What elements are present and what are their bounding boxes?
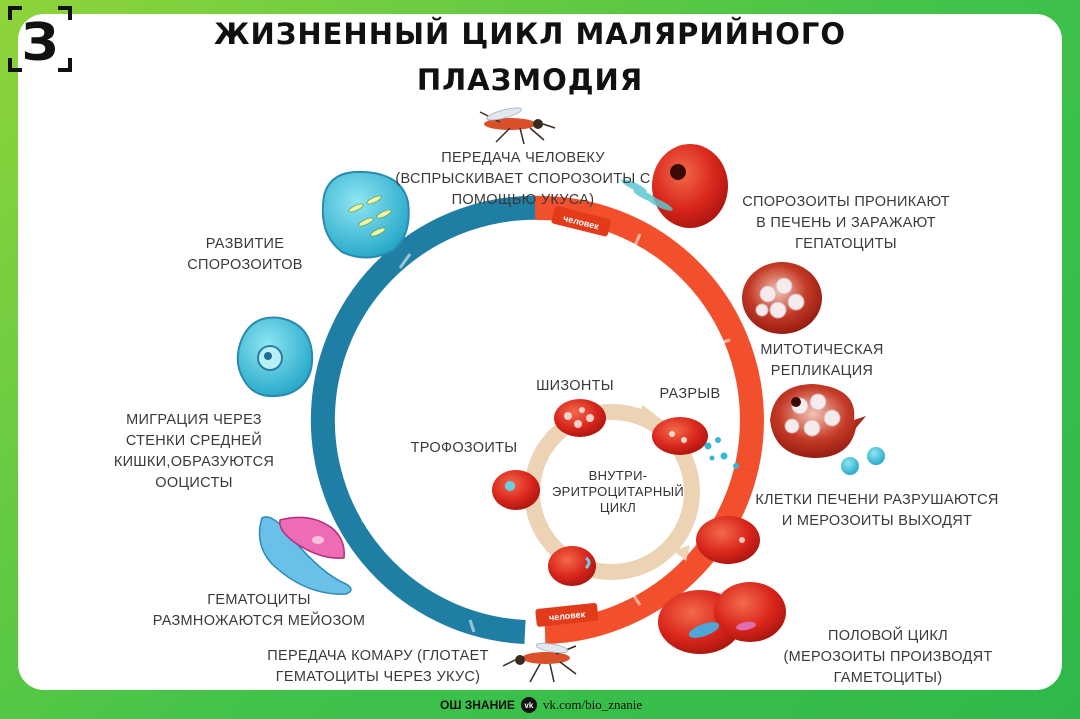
logo-letter: З <box>22 13 59 72</box>
label-transmission-human: ПЕРЕДАЧА ЧЕЛОВЕКУ (ВСПРЫСКИВАЕТ СПОРОЗОИ… <box>395 150 651 208</box>
gametocyte-cells <box>658 582 786 654</box>
mosquito-top-icon <box>479 107 556 145</box>
label-liver-rupture: КЛЕТКИ ПЕЧЕНИ РАЗРУШАЮТСЯ И МЕРОЗОИТЫ ВЫ… <box>755 492 999 529</box>
rupture-cell <box>652 417 739 469</box>
schizont-cell <box>554 399 606 437</box>
mosquito-cycle-arc <box>310 195 546 644</box>
trophozoite-cell <box>492 470 540 510</box>
ring-badge-bottom-label: человек <box>548 609 586 623</box>
ring-stage-cell <box>548 546 596 586</box>
ring-badge-top: человек <box>551 206 611 237</box>
logo-icon: З <box>8 6 72 72</box>
label-transmission-mosquito: ПЕРЕДАЧА КОМАРУ (ГЛОТАЕТ ГЕМАТОЦИТЫ ЧЕРЕ… <box>267 648 489 685</box>
label-trophozoites: ТРОФОЗОИТЫ <box>410 440 518 456</box>
footer: ОШ ЗНАНИЕ vk vk.com/bio_znanie <box>440 696 642 714</box>
merozoite-rbc-cell <box>696 516 760 564</box>
hepatocyte-cell <box>621 144 728 228</box>
vk-icon: vk <box>520 697 537 713</box>
inner-ring-arrows <box>538 405 690 561</box>
human-cycle-arc <box>534 195 765 644</box>
footer-url-link[interactable]: vk.com/bio_znanie <box>542 697 643 712</box>
ring-badge-bottom: человек <box>535 603 599 627</box>
ring-chevrons <box>344 233 731 633</box>
label-mitotic-replication: МИТОТИЧЕСКАЯ РЕПЛИКАЦИЯ <box>760 342 884 379</box>
label-schizonts: ШИЗОНТЫ <box>536 378 614 394</box>
oocyst-sporozoites-cell <box>321 170 410 259</box>
liver-schizont-cell <box>742 262 822 334</box>
label-rupture: РАЗРЫВ <box>659 386 721 402</box>
mosquito-bottom-icon <box>502 642 577 683</box>
label-sporozoites-liver: СПОРОЗОИТЫ ПРОНИКАЮТ В ПЕЧЕНЬ И ЗАРАЖАЮТ… <box>742 194 950 252</box>
label-sexual-cycle: ПОЛОВОЙ ЦИКЛ (МЕРОЗОИТЫ ПРОИЗВОДЯТ ГАМЕТ… <box>783 628 993 686</box>
page-title-line2: ПЛАЗМОДИЯ <box>416 63 644 97</box>
label-sporozoite-development: РАЗВИТИЕ СПОРОЗОИТОВ <box>187 236 303 273</box>
footer-brand: ОШ ЗНАНИЕ <box>440 698 515 712</box>
gamete-cells <box>258 516 352 595</box>
label-erythrocytic-cycle: ВНУТРИ- ЭРИТРОЦИТАРНЫЙ ЦИКЛ <box>551 468 685 515</box>
label-midgut-migration: МИГРАЦИЯ ЧЕРЕЗ СТЕНКИ СРЕДНЕЙ КИШКИ,ОБРА… <box>113 412 275 491</box>
oocyst-cell <box>236 316 314 398</box>
rupturing-liver-cell <box>770 384 885 475</box>
page-title-line1: ЖИЗНЕННЫЙ ЦИКЛ МАЛЯРИЙНОГО <box>213 17 847 51</box>
label-gametocytes-meiosis: ГЕМАТОЦИТЫ РАЗМНОЖАЮТСЯ МЕЙОЗОМ <box>152 592 366 629</box>
